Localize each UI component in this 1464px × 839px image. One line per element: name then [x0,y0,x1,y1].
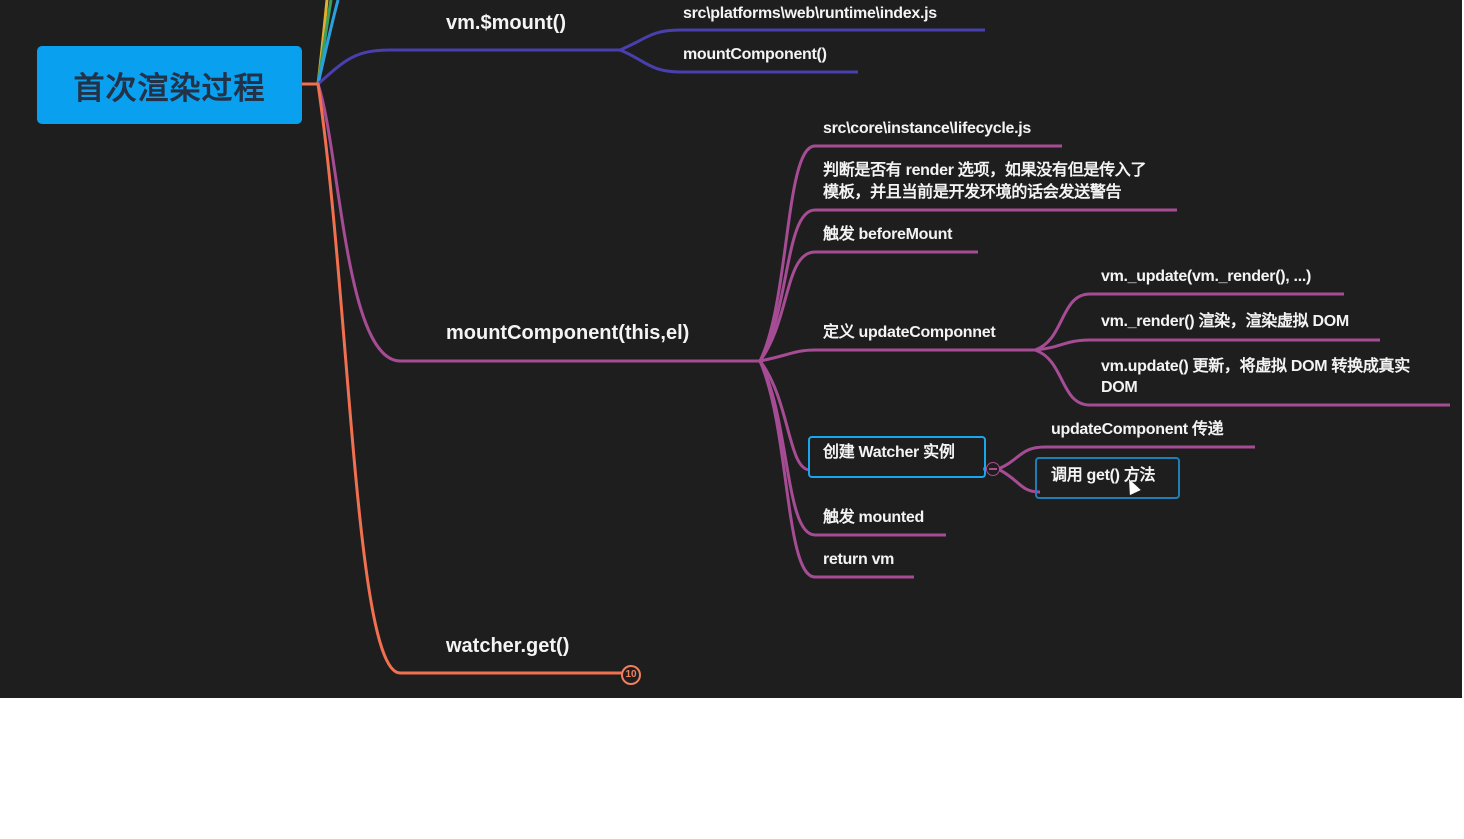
root-node[interactable]: 首次渲染过程 [37,46,302,124]
connector-render-desc [1034,338,1380,352]
connector-lines [302,0,1450,675]
connector-root-mount [302,48,620,86]
collapse-toggle-icon[interactable] [986,462,1000,476]
node-render-check-line2[interactable]: 模板，并且当前是开发环境的话会发送警告 [823,184,1122,201]
connector-call-get [997,467,1041,494]
offscreen-branch [316,0,340,85]
connector-define-update [759,348,1035,363]
connector-root-component [316,83,760,363]
mindmap-canvas: 首次渲染过程 vm.$mount() src\platforms\web\run… [0,0,1462,698]
node-create-watcher[interactable]: 创建 Watcher 实例 [823,444,955,461]
connector-before-mount [758,250,978,362]
connector-lifecycle [758,144,1062,362]
node-render-desc[interactable]: vm._render() 渲染，渲染虚拟 DOM [1101,313,1349,330]
connector-update-desc [1034,348,1450,407]
node-watcher-get[interactable]: watcher.get() [446,635,570,657]
node-mount-component-call[interactable]: mountComponent() [683,46,827,63]
node-mount-component[interactable]: mountComponent(this,el) [446,322,690,344]
connector-mount-index [619,28,985,52]
node-return-vm[interactable]: return vm [823,551,895,568]
node-before-mount[interactable]: 触发 beforeMount [823,226,953,243]
selection-frame-call-get [1035,457,1180,499]
node-render-check-line1[interactable]: 判断是否有 render 选项，如果没有但是传入了 [823,162,1147,179]
connector-mount-mountcomponent [619,48,858,74]
connector-create-watcher [758,360,811,472]
node-define-update[interactable]: 定义 updateComponnet [823,324,996,341]
connector-root-watcher [302,82,622,675]
node-call-get[interactable]: 调用 get() 方法 [1051,467,1156,484]
node-update-desc-line2[interactable]: DOM [1101,379,1138,396]
selection-frame-create-watcher [808,436,986,478]
node-lifecycle-file[interactable]: src\core\instance\lifecycle.js [823,120,1032,137]
node-pass-update[interactable]: updateComponent 传递 [1051,421,1224,438]
collapsed-count-badge[interactable]: 10 [621,665,641,685]
connector-update-call [1034,292,1344,352]
root-label: 首次渲染过程 [73,70,266,106]
node-runtime-index[interactable]: src\platforms\web\runtime\index.js [683,5,937,22]
connector-render-check [758,208,1177,362]
node-update-call[interactable]: vm._update(vm._render(), ...) [1101,268,1312,285]
connector-return-vm [758,360,914,579]
node-update-desc-line1[interactable]: vm.update() 更新，将虚拟 DOM 转换成真实 [1101,358,1410,375]
connector-pass-update [997,445,1255,471]
node-mounted[interactable]: 触发 mounted [823,509,924,526]
node-vm-mount[interactable]: vm.$mount() [446,12,566,34]
